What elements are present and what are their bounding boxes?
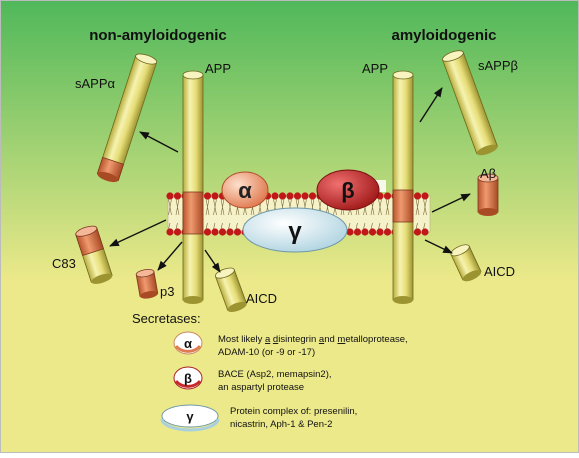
lipid-head [361, 228, 369, 236]
arrow-to-aicd-right [424, 239, 453, 254]
lipid-head [301, 192, 309, 200]
label-aicd-right: AICD [484, 264, 515, 279]
lipid-tail [220, 198, 225, 230]
lipid-head [278, 192, 287, 200]
beta-symbol: β [341, 178, 354, 203]
lipid-tail [415, 198, 420, 230]
heading-non-amyloidogenic: non-amyloidogenic [89, 27, 227, 44]
lipid-head [211, 192, 219, 200]
lipid-head [166, 228, 174, 236]
arrow-to-aicd-left [204, 249, 221, 273]
sapp-alpha-fragment [96, 53, 158, 183]
lipid-head [383, 228, 392, 236]
lipid-head [376, 228, 384, 236]
lipid-tail [175, 198, 180, 230]
arrow-to-sapp-beta [419, 87, 443, 123]
lipid-head [293, 192, 302, 200]
legend-gamma-symbol: γ [186, 409, 194, 424]
lipid-head [346, 228, 354, 236]
lipid-head [203, 228, 212, 236]
lipid-head [203, 192, 212, 200]
lipid-head [218, 228, 227, 236]
lipid-head [233, 228, 242, 236]
label-p3: p3 [160, 284, 174, 299]
lipid-tail [168, 198, 172, 230]
legend-alpha-symbol: α [184, 336, 192, 351]
arrow-to-c83 [109, 219, 167, 247]
lipid-tail [213, 198, 217, 230]
label-aicd-left: AICD [246, 291, 277, 306]
p3-fragment [135, 268, 159, 299]
legend-item-alpha: α Most likely a disintegrin and metallop… [173, 331, 408, 358]
legend-title: Secretases: [132, 311, 201, 326]
label-app-right: APP [362, 61, 388, 76]
arrow-to-abeta [431, 193, 471, 213]
lipid-head [173, 228, 182, 236]
legend-item-gamma: γ Protein complex of: presenilin, nicast… [160, 404, 357, 432]
lipid-head [271, 192, 279, 200]
lipid-tail [378, 198, 382, 230]
alpha-symbol: α [238, 178, 252, 203]
c83-fragment [75, 225, 113, 284]
sapp-beta-fragment [442, 50, 498, 156]
label-sapp-alpha: sAPPα [75, 76, 116, 91]
label-app-left: APP [205, 61, 231, 76]
lipid-head [421, 228, 429, 236]
abeta-fragment [477, 173, 499, 216]
gamma-secretase: γ [242, 207, 348, 253]
lipid-head [166, 192, 174, 200]
label-abeta: Aβ [480, 166, 496, 181]
gamma-symbol: γ [288, 218, 302, 245]
aicd-fragment-right [450, 244, 482, 282]
legend-item-beta: β BACE (Asp2, memapsin2), an aspartyl pr… [173, 366, 332, 393]
legend-alpha-line2: ADAM-10 (or -9 or -17) [218, 347, 315, 358]
legend-gamma-line2: nicastrin, Aph-1 & Pen-2 [230, 419, 332, 430]
lipid-head [353, 228, 362, 236]
app-rod-left [182, 70, 204, 304]
lipid-head [308, 192, 317, 200]
heading-amyloidogenic: amyloidogenic [391, 27, 496, 44]
arrows [109, 87, 471, 273]
lipid-tail [385, 198, 390, 230]
lipid-head [226, 228, 234, 236]
label-sapp-beta: sAPPβ [478, 58, 518, 73]
lipid-tail [205, 198, 210, 230]
lipid-tail [423, 198, 427, 230]
legend-alpha-line1: Most likely a disintegrin and metallopro… [218, 334, 408, 345]
lipid-head [413, 228, 422, 236]
lipid-head [421, 192, 429, 200]
label-c83: C83 [52, 256, 76, 271]
legend-beta-line1: BACE (Asp2, memapsin2), [218, 369, 332, 380]
lipid-head [383, 192, 392, 200]
legend-gamma-line1: Protein complex of: presenilin, [230, 406, 357, 417]
legend-beta-line2: an aspartyl protease [218, 382, 304, 393]
lipid-head [173, 192, 182, 200]
lipid-head [211, 228, 219, 236]
lipid-head [368, 228, 377, 236]
aicd-fragment-left [214, 267, 248, 312]
beta-secretase: β [316, 169, 386, 211]
arrow-to-p3 [157, 241, 183, 271]
app-rod-right [392, 70, 414, 304]
alpha-secretase: α [221, 171, 269, 209]
secretase-legend: Secretases: α Most likely a disintegrin … [132, 311, 408, 432]
lipid-head [286, 192, 294, 200]
lipid-head [413, 192, 422, 200]
app-left-membrane-segment [182, 191, 204, 235]
app-right-membrane-segment [392, 189, 414, 223]
legend-beta-symbol: β [184, 371, 192, 386]
arrow-to-sapp-alpha [139, 131, 179, 153]
